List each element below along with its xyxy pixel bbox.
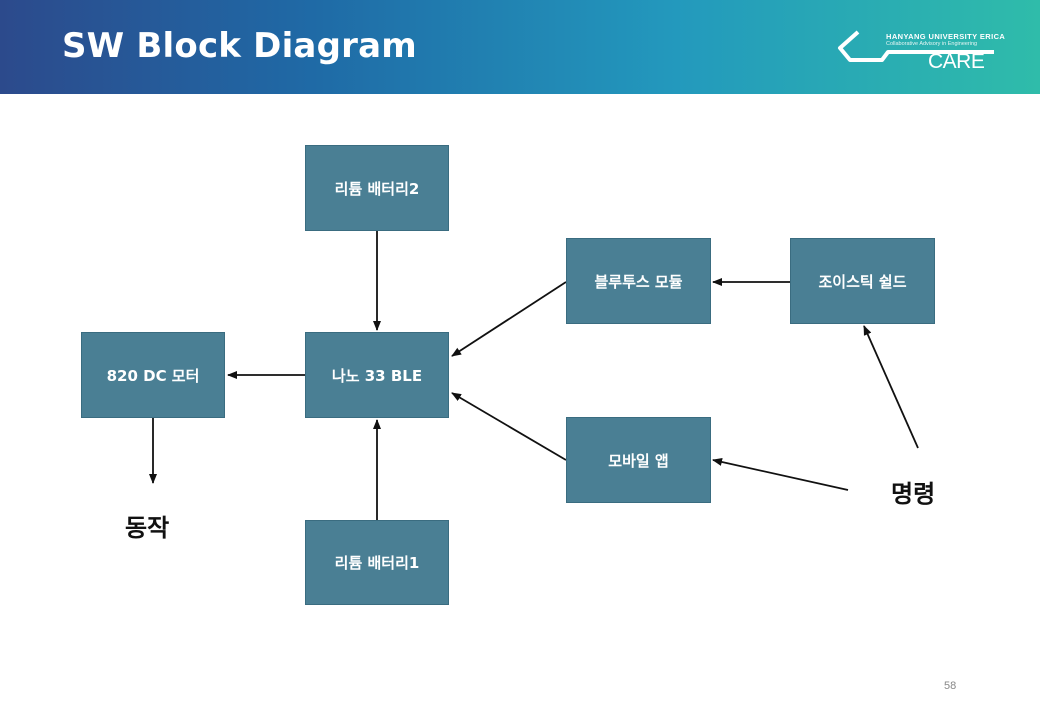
edge-command-to-mobile-app [712,458,849,491]
slide-header: SW Block Diagram HANYANG UNIVERSITY ERIC… [0,0,1040,94]
logo-tagline-text: Collaborative Advisory in Engineering [886,41,978,47]
node-nano: 나노 33 BLE [305,332,449,418]
page-number: 58 [944,680,957,692]
edge-bluetooth-to-nano [451,281,567,357]
node-battery1: 리튬 배터리1 [305,520,449,605]
node-motor: 820 DC 모터 [81,332,225,418]
care-logo-mark-icon [838,30,994,62]
label-action: 동작 [125,514,170,542]
node-joystick: 조이스틱 쉴드 [790,238,935,324]
node-mobile-app: 모바일 앱 [566,417,711,503]
node-battery2: 리튬 배터리2 [305,145,449,231]
edge-mobile-app-to-nano [451,392,567,461]
node-bluetooth: 블루투스 모듈 [566,238,711,324]
slide-title: SW Block Diagram [62,26,417,66]
logo-brand-text: CARE [928,50,985,73]
care-logo: HANYANG UNIVERSITY ERICA Collaborative A… [836,28,1005,78]
logo-university-text: HANYANG UNIVERSITY ERICA [886,32,1006,41]
label-command: 명령 [891,480,936,508]
edge-command-to-joystick [863,325,919,449]
